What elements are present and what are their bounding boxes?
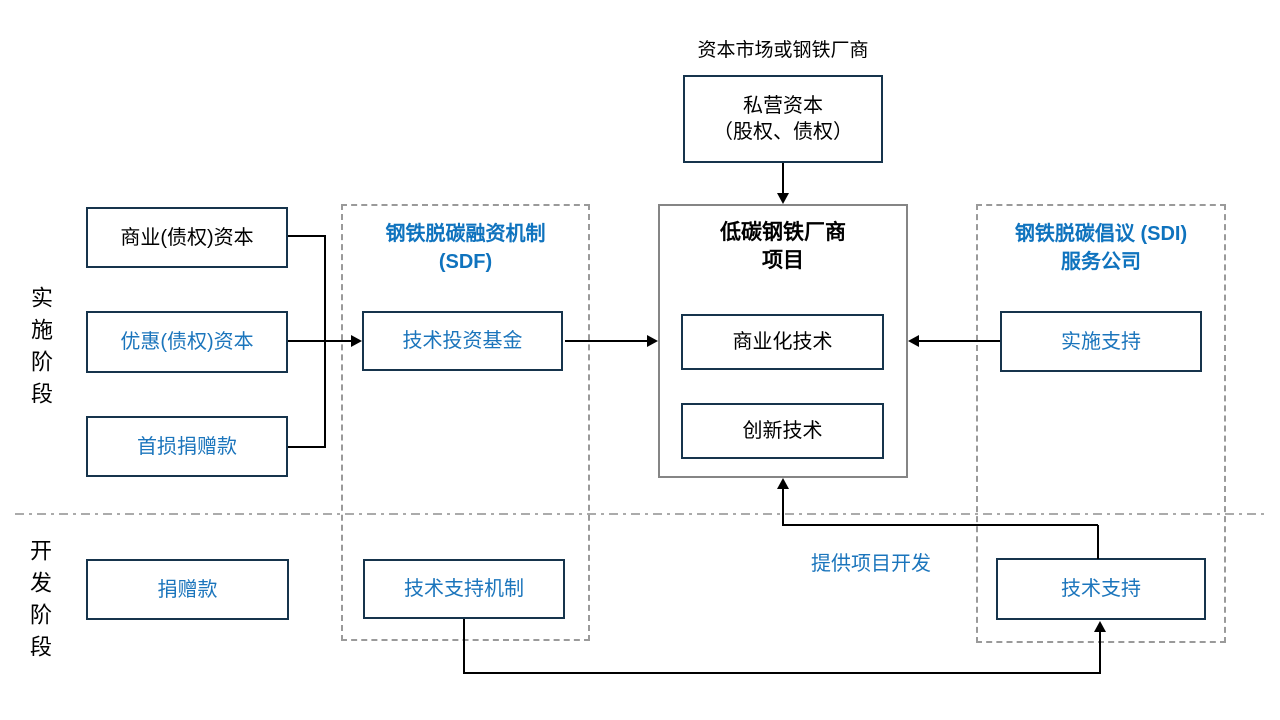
project-title: 低碳钢铁厂商 项目 [658, 219, 908, 275]
development-phase-label: 开发阶段 [27, 539, 52, 667]
connector-commercial-to-merge [288, 235, 326, 237]
sdi-title-line2: 服务公司 [1061, 251, 1141, 273]
connector-up-into-project [782, 488, 784, 525]
connector-bottom-horizontal [463, 672, 1101, 674]
node-innovative-tech: 创新技术 [681, 403, 884, 459]
node-tech-support-mechanism: 技术支持机制 [363, 559, 565, 619]
connector-up-into-tech-support [1099, 631, 1101, 674]
project-title-line2: 项目 [762, 249, 804, 272]
sdf-title-line2: (SDF) [438, 251, 493, 273]
arrowhead-into-project-top [777, 193, 789, 204]
sdf-title: 钢铁脱碳融资机制 (SDF) [341, 220, 590, 276]
node-tech-support: 技术支持 [996, 558, 1206, 620]
group-sdi [976, 204, 1226, 643]
private-capital-line2: （股权、债权） [713, 121, 853, 143]
node-tech-investment-fund: 技术投资基金 [362, 311, 563, 371]
connector-fund-to-project [565, 340, 648, 342]
phase-divider [15, 513, 1265, 515]
sdf-title-line1: 钢铁脱碳融资机制 [385, 223, 546, 245]
node-first-loss-grant: 首损捐赠款 [86, 416, 288, 477]
sdi-title: 钢铁脱碳倡议 (SDI) 服务公司 [976, 220, 1226, 276]
provide-project-dev-label: 提供项目开发 [811, 553, 931, 575]
connector-impl-support-to-project [919, 340, 1000, 342]
connector-tech-support-up [1097, 525, 1099, 559]
arrowhead-into-project-right [908, 335, 919, 347]
connector-tsm-down [463, 619, 465, 674]
private-capital-line1: 私营资本 [743, 95, 823, 117]
implementation-phase-label: 实施阶段 [28, 286, 53, 414]
capital-market-label: 资本市场或钢铁厂商 [697, 40, 869, 61]
connector-firstloss-to-merge [288, 446, 326, 448]
connector-private-capital-down [782, 163, 784, 194]
arrowhead-into-tech-fund [351, 335, 362, 347]
sdi-title-line1: 钢铁脱碳倡议 (SDI) [1014, 223, 1188, 245]
connector-tech-support-horizontal [782, 524, 1098, 526]
connector-to-tech-fund [288, 340, 352, 342]
group-project [658, 204, 908, 478]
node-commercialized-tech: 商业化技术 [681, 314, 884, 370]
group-sdf [341, 204, 590, 641]
arrowhead-into-project-left [647, 335, 658, 347]
arrowhead-into-tech-support [1094, 621, 1106, 632]
node-commercial-capital: 商业(债权)资本 [86, 207, 288, 268]
node-grant: 捐赠款 [86, 559, 289, 620]
node-concessional-capital: 优惠(债权)资本 [86, 311, 288, 373]
arrowhead-into-project-bottom [777, 478, 789, 489]
project-title-line1: 低碳钢铁厂商 [720, 221, 846, 244]
node-private-capital: 私营资本 （股权、债权） [683, 75, 883, 163]
node-implementation-support: 实施支持 [1000, 311, 1202, 372]
